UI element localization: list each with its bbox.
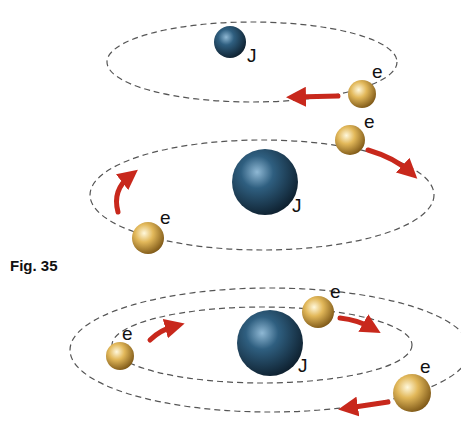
planet [232, 149, 298, 215]
body-label: e [372, 62, 383, 81]
motion-arrow [348, 402, 388, 408]
moon [393, 374, 431, 412]
moon [106, 342, 134, 370]
orbit [112, 307, 412, 383]
moon [132, 222, 164, 254]
motion-arrow [340, 318, 372, 328]
body-label: e [364, 112, 375, 131]
planet [214, 26, 246, 58]
body-label: e [330, 282, 341, 301]
moon [335, 125, 365, 155]
body-label: e [122, 324, 133, 343]
motion-arrow [368, 150, 410, 172]
planet [237, 310, 303, 376]
body-label: J [292, 196, 302, 215]
orbit [70, 288, 461, 412]
moon [348, 80, 376, 108]
moon [302, 296, 334, 328]
figure-number: Fig. 35 [10, 258, 58, 273]
body-label: J [247, 46, 257, 65]
motion-arrow [296, 96, 338, 97]
body-label: e [420, 357, 431, 376]
motion-arrow [117, 176, 131, 212]
body-label: J [298, 356, 308, 375]
motion-arrow [150, 326, 175, 340]
body-label: e [160, 208, 171, 227]
